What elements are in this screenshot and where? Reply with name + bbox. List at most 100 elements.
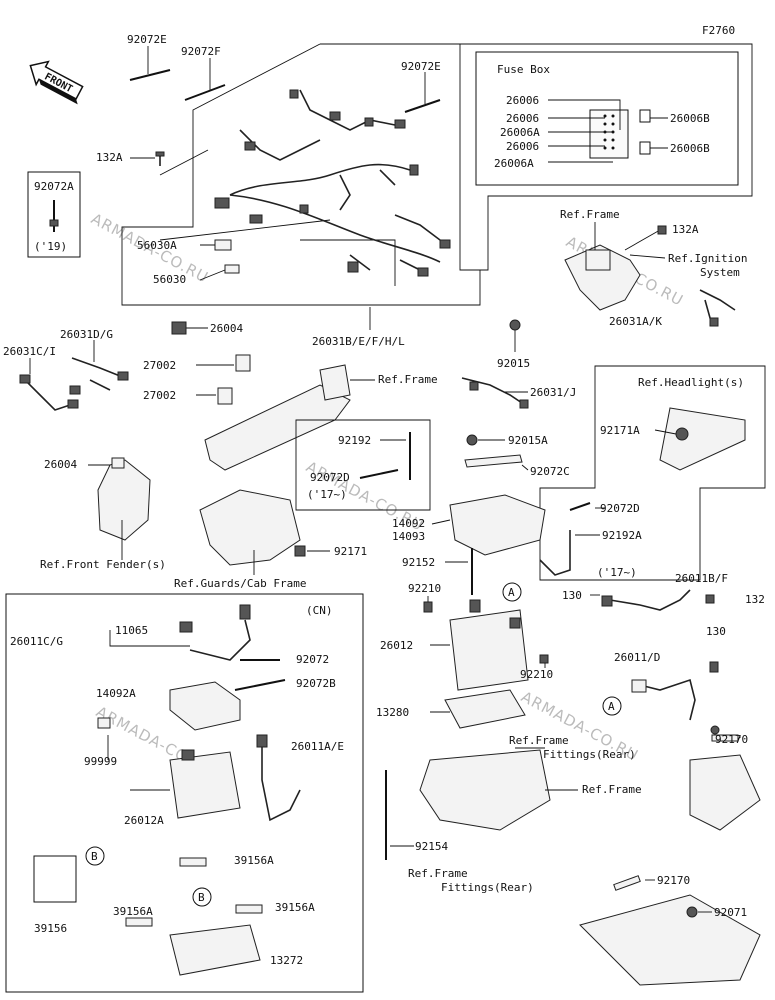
connector-26004-top: 26004	[171, 321, 243, 335]
ref-label: Ref.Frame	[378, 373, 438, 386]
rear-frame-area: Ref.Frame Fittings(Rear) Ref.Frame 92170…	[385, 725, 761, 860]
part-label: 92210	[520, 668, 553, 681]
part-label: 26006A	[494, 157, 534, 170]
part-label: 130	[706, 625, 726, 638]
ref-label: Ref.Headlight(s)	[638, 376, 744, 389]
part-label: 92171	[334, 545, 367, 558]
92072A-box: 92072A ('19)	[27, 171, 81, 258]
main-wiring-harness	[214, 89, 451, 277]
part-label: ('17~)	[597, 566, 637, 579]
front-arrow-icon: FRONT	[29, 60, 84, 105]
ref-label: Ref.Ignition	[668, 252, 747, 265]
part-label: 92154	[415, 840, 448, 853]
fuse-box-inset: Fuse Box 26006 26006 26006A 26006 26006A…	[475, 51, 739, 186]
part-label: 92071	[714, 906, 747, 919]
circle-marker: B	[91, 850, 98, 863]
part-label: 39156	[34, 922, 67, 935]
part-label: 132A	[672, 223, 699, 236]
part-label: 92210	[408, 582, 441, 595]
part-label: 14092A	[96, 687, 136, 700]
battery-cable-26011BF: 130 26011B/F 132 130 26011/D A	[562, 572, 765, 721]
part-label: 92015A	[508, 434, 548, 447]
ref-label: Ref.Front Fender(s)	[40, 558, 166, 571]
ref-label: Ref.Guards/Cab Frame	[174, 577, 306, 590]
part-label: 99999	[84, 755, 117, 768]
part-label: 92152	[402, 556, 435, 569]
part-label: 92192	[338, 434, 371, 447]
part-label: 26004	[44, 458, 77, 471]
tie-straps-top: 92072E 92072F 92072E	[127, 33, 441, 113]
grommet-92015: 92015	[497, 319, 530, 370]
part-label: 26006B	[670, 142, 710, 155]
part-label: 26012A	[124, 814, 164, 827]
front-fender-area: 26004 Ref.Front Fender(s)	[40, 457, 166, 571]
part-label: 13280	[376, 706, 409, 719]
part-label: 26006	[506, 112, 539, 125]
part-label: 92170	[715, 733, 748, 746]
part-label: 26031C/I	[3, 345, 56, 358]
fuse-box-title: Fuse Box	[497, 63, 550, 76]
sub-harness-26031J: 26031/J	[461, 377, 576, 409]
part-label: 92072D	[600, 502, 640, 515]
part-label: 92192A	[602, 529, 642, 542]
part-label: 26012	[380, 639, 413, 652]
part-label: 132	[745, 593, 765, 606]
cn-inset: (CN) 26011C/G 11065 92072 92072B 14092A …	[5, 593, 364, 993]
part-label: 14092	[392, 517, 425, 530]
part-label: 56030A	[137, 239, 177, 252]
part-label: 92171A	[600, 424, 640, 437]
part-label: 26031D/G	[60, 328, 113, 341]
part-label: 13272	[270, 954, 303, 967]
part-label: 39156A	[275, 901, 315, 914]
part-label: 92170	[657, 874, 690, 887]
headlight-callout: Ref.Headlight(s) 92171A	[539, 365, 766, 581]
guards-cab-frame-area: 92171 Ref.Guards/Cab Frame	[174, 489, 367, 590]
sub-harness-26031DG: 26031D/G	[60, 328, 129, 395]
part-label: 92072F	[181, 45, 221, 58]
ref-label: Ref.Frame	[509, 734, 569, 747]
part-label: 27002	[143, 389, 176, 402]
part-label: 11065	[115, 624, 148, 637]
part-label: 92072A	[34, 180, 74, 193]
part-label: 39156A	[234, 854, 274, 867]
part-label: 26006B	[670, 112, 710, 125]
figure-code: F2760	[702, 24, 735, 37]
part-label: 56030	[153, 273, 186, 286]
sub-harness-26031CI: 26031C/I	[3, 345, 79, 411]
part-label: 39156A	[113, 905, 153, 918]
circle-marker: A	[508, 586, 515, 599]
part-label: 26011A/E	[291, 740, 344, 753]
part-label: 132A	[96, 151, 123, 164]
part-label: 26006	[506, 140, 539, 153]
cn-label: (CN)	[306, 604, 333, 617]
part-label: 26031A/K	[609, 315, 662, 328]
part-label: 92072D	[310, 471, 350, 484]
part-label: 92072E	[127, 33, 167, 46]
part-label: 27002	[143, 359, 176, 372]
part-label: 92072B	[296, 677, 336, 690]
part-label: 92072E	[401, 60, 441, 73]
part-label: 26031B/E/F/H/L	[312, 335, 405, 348]
part-label: 14093	[392, 530, 425, 543]
part-label: ('19)	[34, 240, 67, 253]
battery-holder-area: 92192 92072D ('17~) 92015A 92072C 14092 …	[295, 419, 642, 579]
part-label: 26006A	[500, 126, 540, 139]
part-label: 130	[562, 589, 582, 602]
relay-bracket: 27002 27002 Ref.Frame	[143, 354, 438, 471]
ref-label: System	[700, 266, 740, 279]
battery-area: 92152 92210 A 26012 92210 13280	[376, 548, 553, 729]
bolt-132A-left: 132A	[96, 151, 165, 166]
part-label: 26031/J	[530, 386, 576, 399]
rear-fittings-area: Ref.Frame Fittings(Rear) 92170 92071	[408, 867, 761, 986]
part-label: 26006	[506, 94, 539, 107]
circle-marker: B	[198, 891, 205, 904]
ref-label: Ref.Frame	[408, 867, 468, 880]
ref-label: Ref.Frame	[560, 208, 620, 221]
ref-label: Fittings(Rear)	[441, 881, 534, 894]
circle-marker: A	[608, 700, 615, 713]
part-label: 26011/D	[614, 651, 660, 664]
ref-label: Fittings(Rear)	[543, 748, 636, 761]
harness-callout-frame	[320, 43, 753, 271]
ref-label: Ref.Frame	[582, 783, 642, 796]
